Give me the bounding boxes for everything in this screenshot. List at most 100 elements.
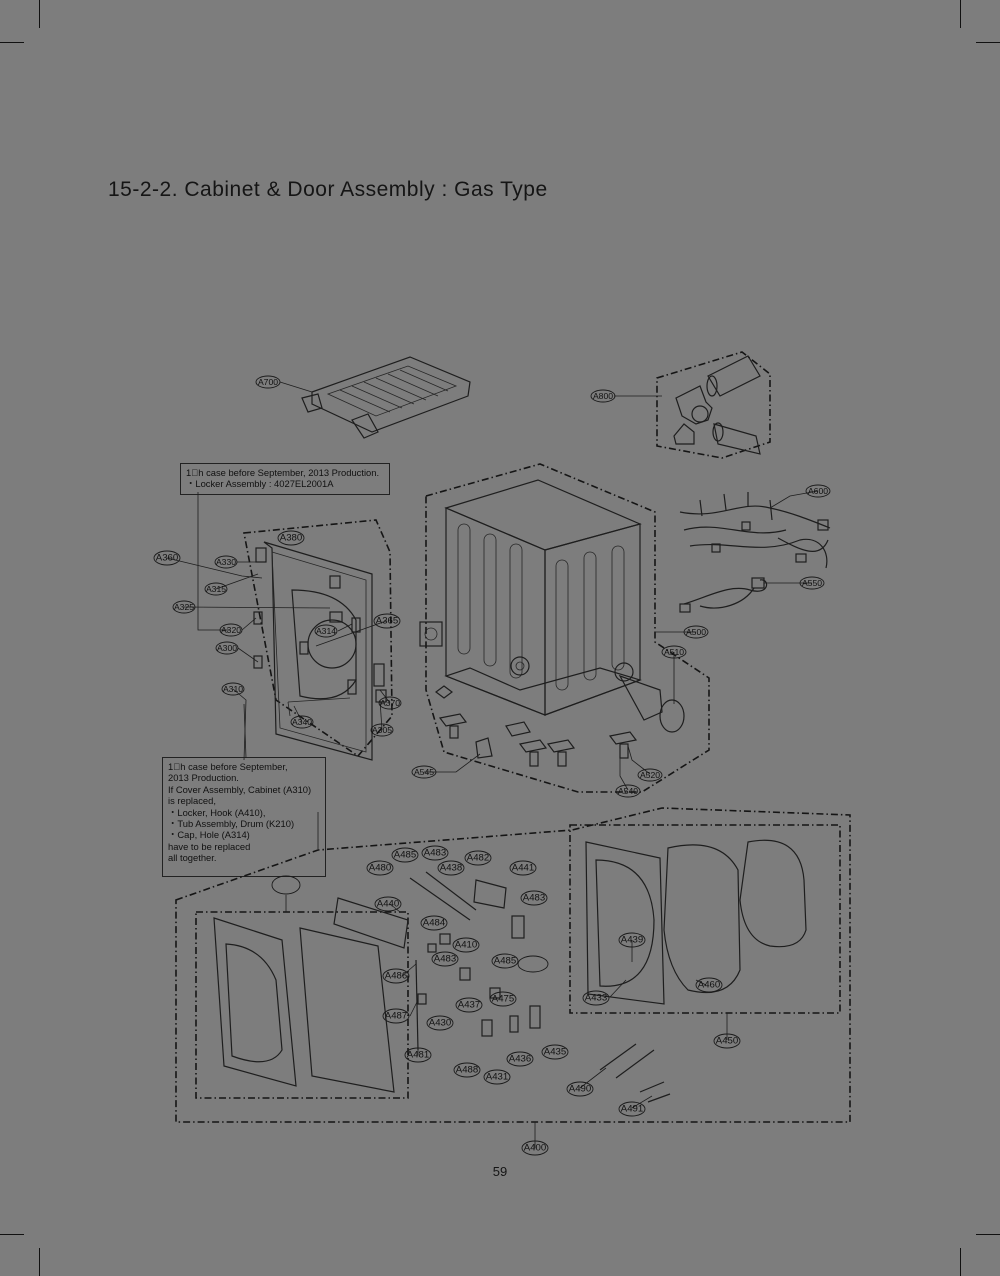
crop-mark xyxy=(960,1248,961,1276)
callout-A400: A400 xyxy=(521,1140,549,1156)
svg-text:A488: A488 xyxy=(456,1065,478,1076)
callout-A325: A325 xyxy=(172,600,196,614)
crop-mark xyxy=(39,1248,40,1276)
callout-A431: A431 xyxy=(483,1069,511,1085)
svg-text:A314: A314 xyxy=(316,626,336,636)
callout-A314: A314 xyxy=(314,624,338,638)
inner-door-box xyxy=(569,824,841,1014)
callout-A433: A433 xyxy=(582,990,610,1006)
callout-A540: A540 xyxy=(615,784,641,798)
page-number: 59 xyxy=(492,1164,508,1179)
callout-A484: A484 xyxy=(420,915,448,931)
crop-mark xyxy=(0,1234,24,1235)
svg-text:A325: A325 xyxy=(174,602,194,612)
wire-harness xyxy=(679,492,831,613)
callout-A475: A475 xyxy=(489,991,517,1007)
svg-text:A436: A436 xyxy=(509,1054,531,1065)
note-locker-assembly: 1 h case before September, 2013 Producti… xyxy=(180,463,390,495)
svg-text:A700: A700 xyxy=(258,377,278,387)
svg-text:A600: A600 xyxy=(808,486,828,496)
callout-A440: A440 xyxy=(374,896,402,912)
svg-text:A485: A485 xyxy=(494,956,516,967)
svg-text:A430: A430 xyxy=(429,1018,451,1029)
crop-mark xyxy=(0,42,24,43)
svg-text:A491: A491 xyxy=(621,1104,643,1115)
callout-A520: A520 xyxy=(637,768,663,782)
svg-text:A400: A400 xyxy=(524,1143,546,1154)
svg-text:A475: A475 xyxy=(492,994,514,1005)
callout-A485: A485 xyxy=(491,953,519,969)
cabinet-feet xyxy=(435,685,638,767)
callout-A438: A438 xyxy=(437,860,465,876)
callout-A600: A600 xyxy=(805,484,831,498)
svg-text:A487: A487 xyxy=(385,1011,407,1022)
duct-group-outline xyxy=(656,351,771,459)
svg-text:A300: A300 xyxy=(217,643,237,653)
callout-A482: A482 xyxy=(464,850,492,866)
callout-A437: A437 xyxy=(455,997,483,1013)
cabinet-group-outline xyxy=(425,463,710,793)
callout-A439: A439 xyxy=(618,932,646,948)
callout-A320: A320 xyxy=(219,623,243,637)
svg-text:A431: A431 xyxy=(486,1072,508,1083)
callout-A360: A360 xyxy=(153,550,181,566)
svg-text:A435: A435 xyxy=(544,1047,566,1058)
svg-text:A800: A800 xyxy=(593,391,613,401)
callout-A435: A435 xyxy=(541,1044,569,1060)
svg-text:A450: A450 xyxy=(716,1036,738,1047)
callout-A441: A441 xyxy=(509,860,537,876)
callout-A488: A488 xyxy=(453,1062,481,1078)
svg-text:A480: A480 xyxy=(369,863,391,874)
svg-text:A460: A460 xyxy=(698,980,720,991)
callout-A800: A800 xyxy=(590,389,616,403)
svg-text:A485: A485 xyxy=(394,850,416,861)
door-group-outline xyxy=(175,807,851,1123)
callout-A330: A330 xyxy=(214,555,238,569)
svg-text:A437: A437 xyxy=(458,1000,480,1011)
svg-text:A481: A481 xyxy=(407,1050,429,1061)
callout-A483: A483 xyxy=(431,951,459,967)
callout-blank xyxy=(271,875,301,895)
svg-text:A441: A441 xyxy=(512,863,534,874)
callout-A483: A483 xyxy=(520,890,548,906)
callout-A700: A700 xyxy=(255,375,281,389)
callout-A340: A340 xyxy=(290,715,314,729)
note-cover-assembly: 1 h case before September, 2013 Producti… xyxy=(162,757,326,877)
door-hardware xyxy=(409,871,541,1051)
callout-A315: A315 xyxy=(204,582,228,596)
svg-text:A440: A440 xyxy=(377,899,399,910)
door-front-frame xyxy=(213,897,409,1093)
callout-A370: A370 xyxy=(378,696,402,710)
callout-A480: A480 xyxy=(366,860,394,876)
cover-group-outline xyxy=(243,519,393,758)
callout-A450: A450 xyxy=(713,1033,741,1049)
callout-A487: A487 xyxy=(382,1008,410,1024)
crop-mark xyxy=(960,0,961,28)
svg-text:A365: A365 xyxy=(376,616,398,627)
callout-A485: A485 xyxy=(391,847,419,863)
svg-text:A340: A340 xyxy=(292,717,312,727)
svg-text:A370: A370 xyxy=(380,698,400,708)
svg-text:A490: A490 xyxy=(569,1084,591,1095)
svg-text:A438: A438 xyxy=(440,863,462,874)
callout-A500: A500 xyxy=(683,625,709,639)
svg-text:A510: A510 xyxy=(664,647,684,657)
cabinet-body xyxy=(419,479,685,733)
svg-text:A410: A410 xyxy=(455,940,477,951)
svg-text:A305: A305 xyxy=(372,725,392,735)
svg-text:A486: A486 xyxy=(385,971,407,982)
crop-mark xyxy=(976,42,1000,43)
callout-A300: A300 xyxy=(215,641,239,655)
inner-door-assembly xyxy=(585,839,807,1005)
svg-text:A439: A439 xyxy=(621,935,643,946)
door-frame-box xyxy=(195,911,409,1099)
front-cover-panel xyxy=(253,541,387,761)
svg-text:A500: A500 xyxy=(686,627,706,637)
callout-A410: A410 xyxy=(452,937,480,953)
svg-text:A315: A315 xyxy=(206,584,226,594)
svg-text:A545: A545 xyxy=(414,767,434,777)
svg-text:A484: A484 xyxy=(423,918,446,929)
callout-A460: A460 xyxy=(695,977,723,993)
callout-A481: A481 xyxy=(404,1047,432,1063)
